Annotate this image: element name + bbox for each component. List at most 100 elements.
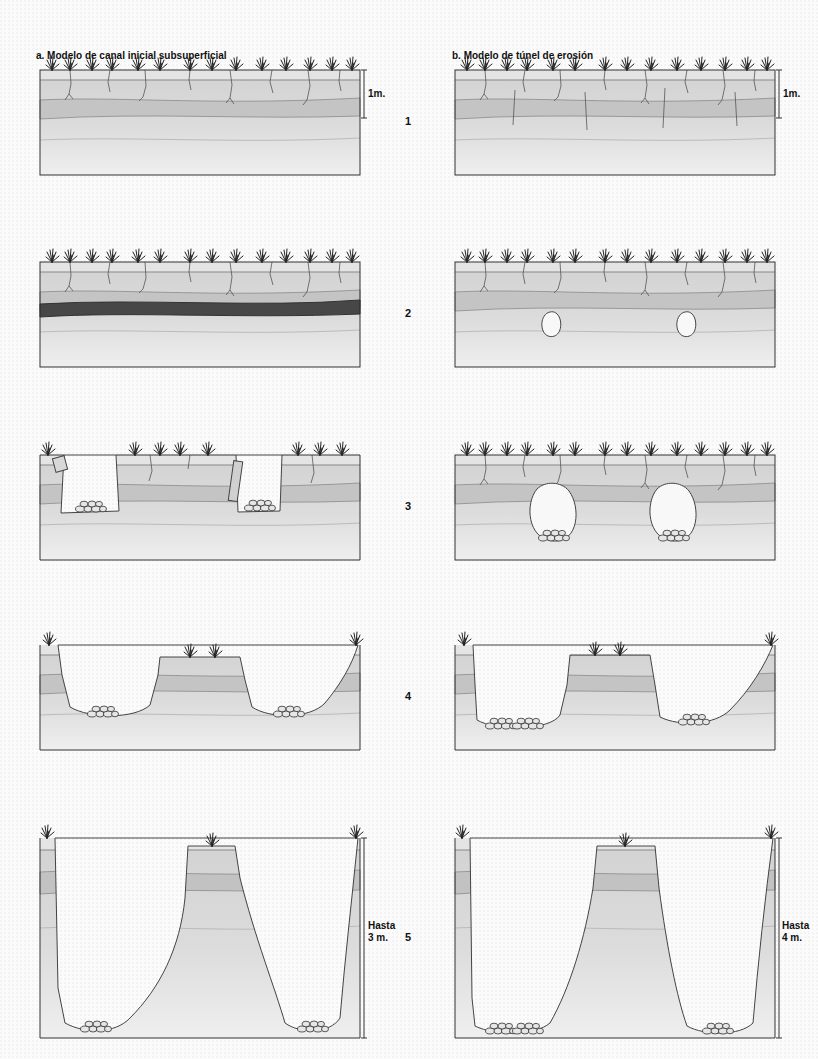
drawing-part xyxy=(480,262,756,297)
drawing-part xyxy=(456,825,469,838)
drawing-part xyxy=(679,714,710,725)
drawing-part xyxy=(350,632,363,645)
drawing-part xyxy=(40,70,360,175)
drawing-part xyxy=(455,455,775,560)
drawing-part xyxy=(461,249,774,262)
drawing-part xyxy=(41,825,54,838)
drawing-part xyxy=(486,1023,517,1034)
drawing-part xyxy=(765,825,778,838)
drawing-part xyxy=(455,70,775,175)
drawing-part xyxy=(174,442,187,455)
drawing-part xyxy=(650,483,696,541)
gully-profile xyxy=(40,825,363,1038)
gully-profile xyxy=(455,632,778,750)
gully-profile xyxy=(455,825,778,1038)
drawing-part xyxy=(40,300,360,317)
scale-bracket xyxy=(361,838,782,1038)
drawing-part xyxy=(461,442,774,455)
drawing-part xyxy=(455,645,775,750)
drawing-part xyxy=(470,838,773,1033)
drawing-part xyxy=(40,838,360,1038)
scale-label: Hasta 4 m. xyxy=(782,920,814,943)
drawing-part xyxy=(292,442,305,455)
drawing-part xyxy=(209,644,222,657)
drawing-part xyxy=(455,838,775,1038)
drawing-part xyxy=(776,838,782,1038)
drawing-part xyxy=(776,70,782,118)
drawing-part xyxy=(539,530,570,541)
stage-number: 4 xyxy=(393,690,423,703)
soil-profile xyxy=(455,442,775,560)
scale-bracket xyxy=(361,70,782,118)
drawing-part xyxy=(88,706,119,717)
scale-label: 1m. xyxy=(368,88,398,100)
drawing-part xyxy=(40,262,360,367)
drawing-part xyxy=(129,442,142,455)
drawing-part xyxy=(154,442,167,455)
stage-number: 3 xyxy=(393,500,423,513)
drawing-part xyxy=(81,1021,112,1032)
drawing-part xyxy=(473,645,773,728)
drawing-part xyxy=(619,833,632,846)
drawing-part xyxy=(184,644,197,657)
drawing-part xyxy=(513,88,737,130)
drawing-part xyxy=(40,645,360,750)
drawing-part xyxy=(202,442,215,455)
drawing-part xyxy=(228,461,242,502)
drawing-part xyxy=(40,838,360,1038)
drawing-part xyxy=(336,442,349,455)
soil-profile xyxy=(40,57,360,175)
drawing-part xyxy=(350,825,363,838)
drawing-part xyxy=(40,645,360,750)
drawing-part xyxy=(46,249,359,262)
drawing-part xyxy=(58,645,358,716)
stage-number: 5 xyxy=(393,931,423,944)
drawing-part xyxy=(43,632,56,645)
stage-number: 2 xyxy=(393,307,423,320)
scale-label: 1m. xyxy=(783,88,813,100)
drawing-part xyxy=(480,70,756,105)
gully-profile xyxy=(40,632,363,750)
drawing-part xyxy=(314,442,327,455)
drawing-part xyxy=(65,262,341,297)
drawing-part xyxy=(149,455,314,483)
drawing-part xyxy=(480,455,756,490)
drawing-part xyxy=(455,262,775,367)
drawing-part xyxy=(513,718,544,729)
column-heading: a. Modelo de canal inicial subsuperficia… xyxy=(36,50,227,62)
soil-profile xyxy=(455,57,775,175)
column-heading: b. Modelo de túnel de erosión xyxy=(452,50,593,62)
drawing-part xyxy=(455,70,775,175)
soil-profile xyxy=(40,249,360,367)
drawing-part xyxy=(40,70,360,175)
drawing-part xyxy=(703,1023,734,1034)
drawing-part xyxy=(614,642,627,655)
drawing-part xyxy=(589,642,602,655)
stage-number: 1 xyxy=(393,115,423,128)
drawing-part xyxy=(513,1023,544,1034)
drawing-part xyxy=(40,262,360,367)
drawing-part xyxy=(455,838,775,1038)
drawing-part xyxy=(677,312,696,337)
drawing-part xyxy=(42,442,55,455)
drawing-part xyxy=(486,718,517,729)
drawing-part xyxy=(245,500,276,511)
drawing-part xyxy=(76,501,107,512)
drawing-part xyxy=(765,632,778,645)
soil-profile xyxy=(455,249,775,367)
soil-profile xyxy=(40,442,360,560)
drawing-part xyxy=(40,455,360,560)
drawing-part xyxy=(55,838,358,1031)
drawing-part xyxy=(65,70,341,105)
drawing-part xyxy=(206,833,219,846)
drawing-part xyxy=(361,70,367,118)
drawing-part xyxy=(361,838,367,1038)
drawing-part xyxy=(455,262,775,367)
drawing-part xyxy=(530,483,576,541)
drawing-part xyxy=(659,530,690,541)
drawing-part xyxy=(542,312,561,337)
drawing-part xyxy=(298,1021,329,1032)
